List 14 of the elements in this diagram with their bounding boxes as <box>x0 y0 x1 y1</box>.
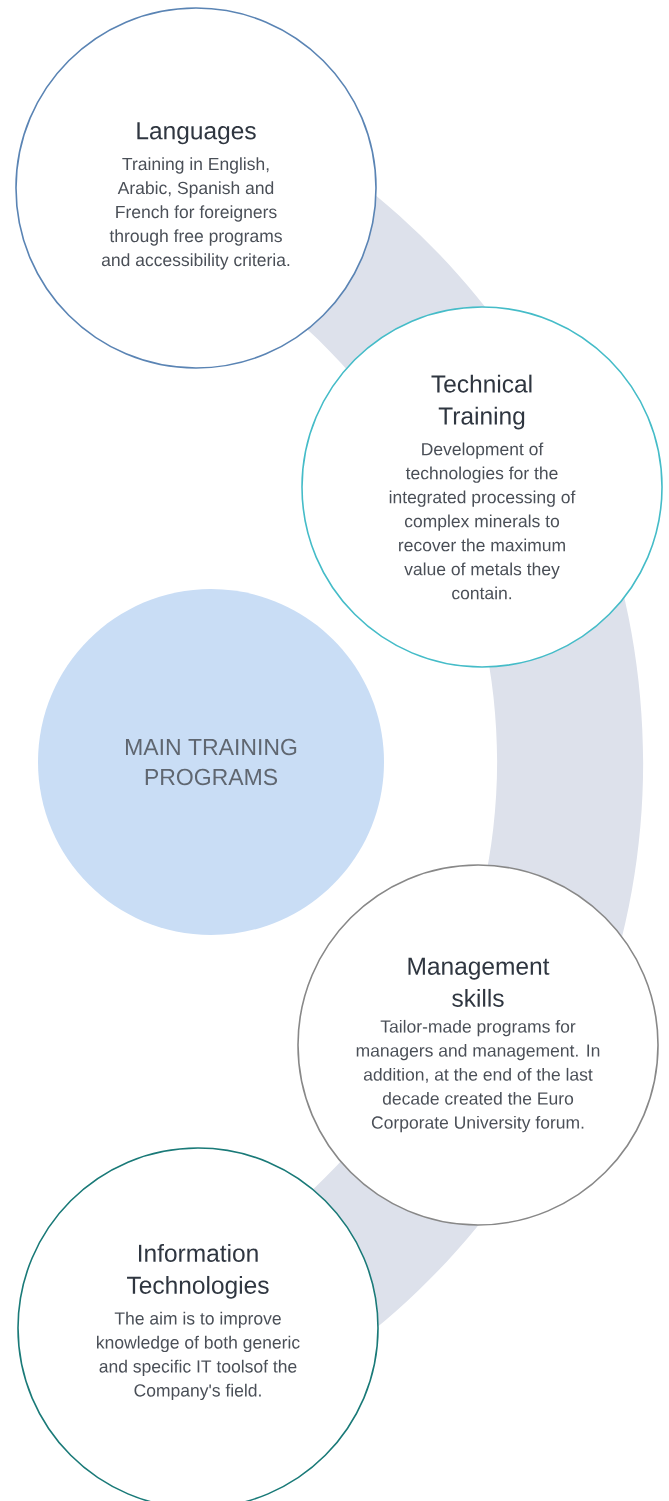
circle-description: Development of technologies for the integrated processing of complex minerals to recover the maximum value of metals they contain. <box>389 442 576 600</box>
center-circle <box>38 589 384 935</box>
circle-label: MAIN TRAINING PROGRAMS <box>126 738 297 786</box>
circle-heading: Languages <box>137 122 256 145</box>
circle-description: The aim is to improve knowledge of both generic and specific IT toolsof the Company's field. <box>97 1311 300 1401</box>
circle-heading: Information Technologies <box>127 1243 269 1299</box>
topic-circle <box>297 864 659 1226</box>
topic-circle <box>15 7 377 369</box>
topic-circle <box>301 306 663 668</box>
circle-description: Tailor-made programs for managers and management. In addition, at the end of the last decade created the Euro Corporate University forum. <box>356 1019 600 1133</box>
topic-circle <box>17 1147 379 1501</box>
circle-heading: Technical Training <box>431 374 532 430</box>
circle-heading: Management skills <box>408 957 550 1007</box>
circle-description: Training in English, Arabic, Spanish and French for foreigners through free programs and accessibility criteria. <box>101 157 290 270</box>
